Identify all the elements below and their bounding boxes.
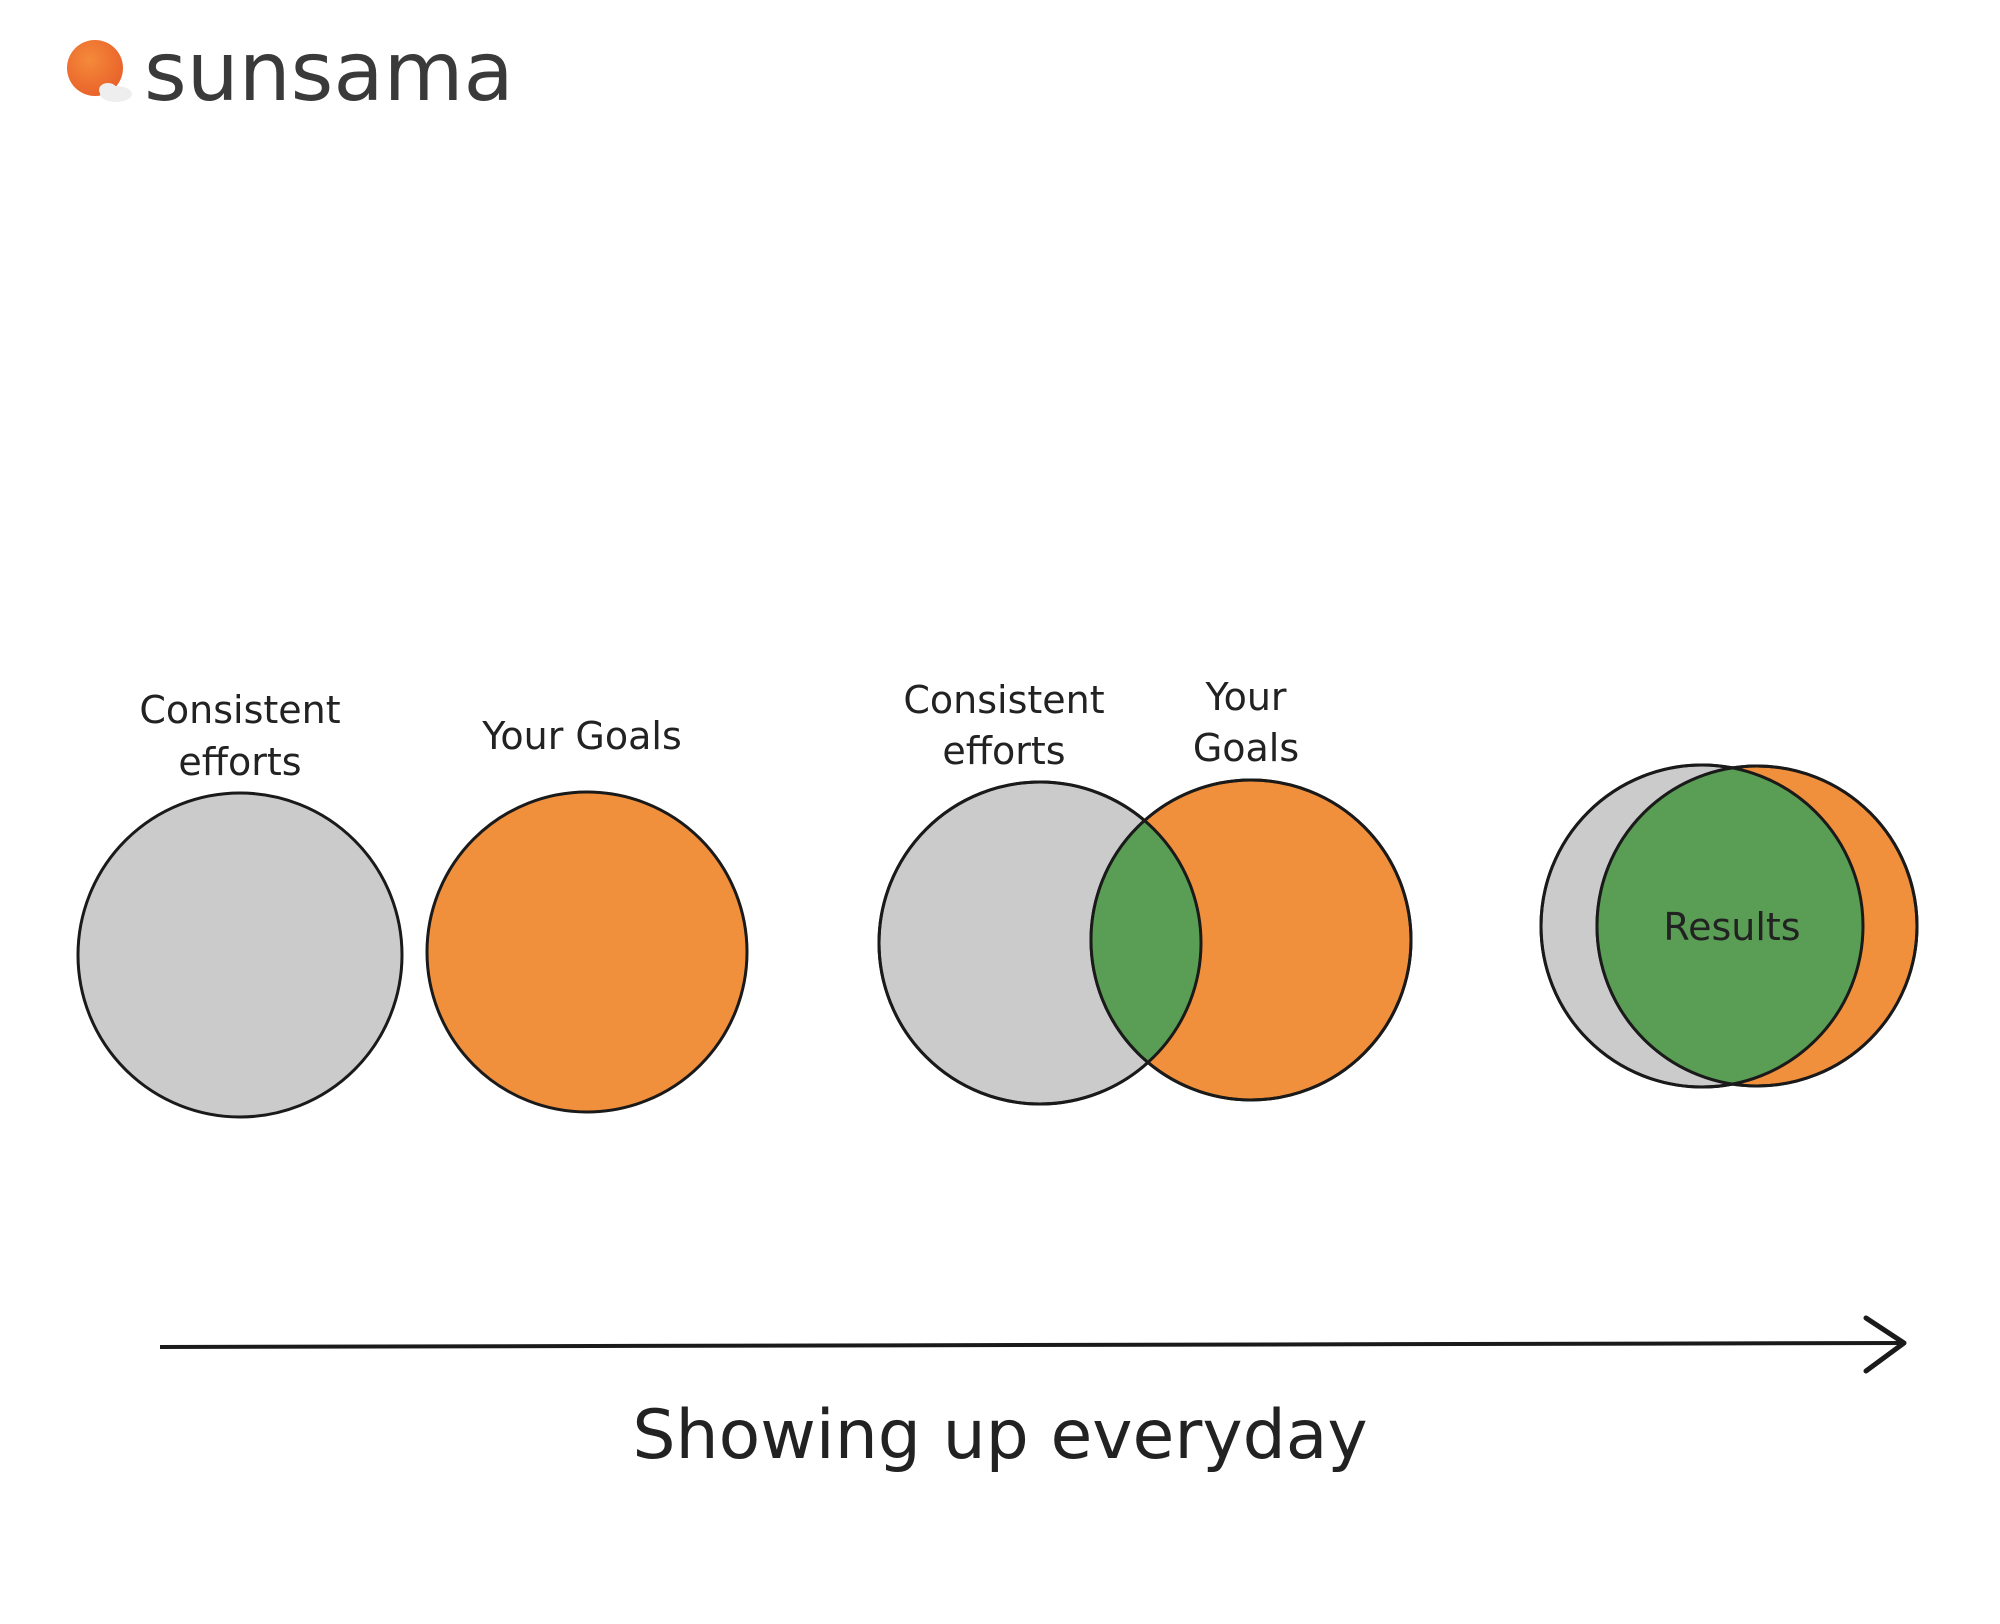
goals-label: Your Goals [481,714,682,758]
effort-label-line-2: efforts [942,729,1065,773]
effort-label-line-1: Consistent [139,688,340,732]
effort-label-line-1: Consistent [903,678,1104,722]
results-label: Results [1663,905,1800,949]
progress-arrow [159,1315,1907,1374]
effort-outline [1539,763,1865,1089]
stage-partial-overlap: Consistent efforts Your Goals [877,675,1413,1106]
effort-circle [76,791,404,1119]
effort-label-line-2: efforts [178,740,301,784]
overlap-region [1091,782,1201,1100]
arrow-line [159,1341,1905,1349]
arrow-head-icon [1863,1315,1907,1374]
goals-circle [425,790,749,1114]
brand-name: sunsama [144,25,514,120]
goals-outline [1595,764,1919,1088]
effort-outline [877,780,1203,1106]
goals-label-line-2: Goals [1193,726,1299,770]
goals-label-line-1: Your [1204,675,1286,719]
axis-label: Showing up everyday [632,1396,1367,1475]
overlap-region [1597,766,1863,1086]
stage-full-overlap: Results [1539,763,1919,1089]
goals-outline [1089,778,1413,1102]
sun-behind-cloud-icon [67,40,132,102]
brand-logo: sunsama [64,28,514,118]
stage-separate: Consistent efforts Your Goals [76,688,749,1119]
